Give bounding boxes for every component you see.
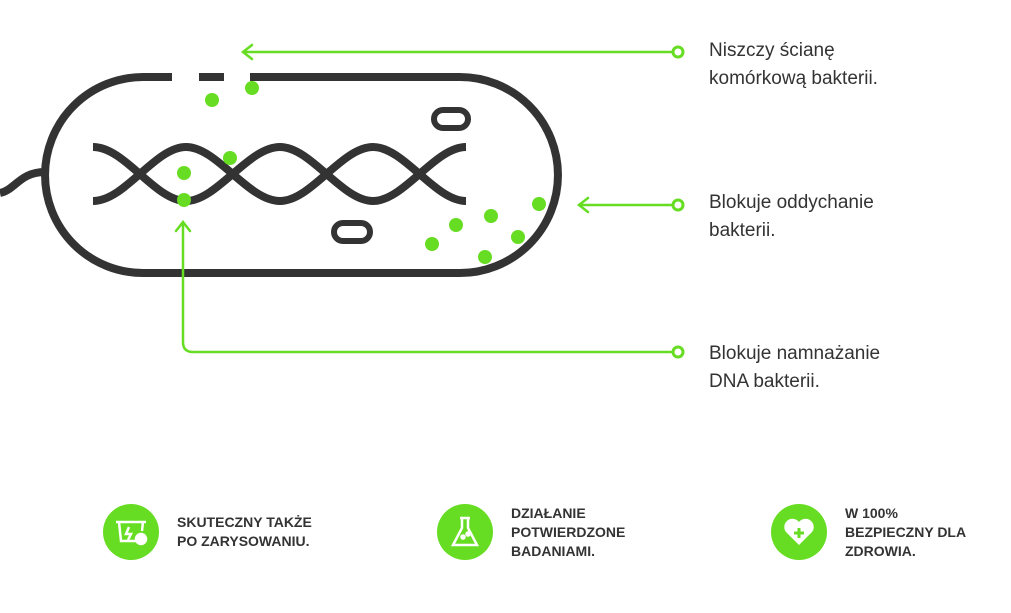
- particle: [425, 237, 439, 251]
- arrow-dot: [671, 345, 685, 359]
- particle: [478, 250, 492, 264]
- bacterium-wall: [41, 73, 562, 277]
- bacterium-diagram: [0, 43, 685, 359]
- feature-research: DZIAŁANIE POTWIERDZONE BADANIAMI.: [437, 502, 625, 562]
- particle: [223, 151, 237, 165]
- feature-scratch: SKUTECZNY TAKŻE PO ZARYSOWANIU.: [103, 502, 312, 562]
- arrow-dot: [671, 45, 685, 59]
- arrow-respiration: [576, 196, 675, 214]
- particle: [449, 218, 463, 232]
- particle: [532, 197, 546, 211]
- organelle: [431, 107, 471, 131]
- feature-safe: W 100% BEZPIECZNY DLA ZDROWIA.: [771, 502, 966, 562]
- particle: [245, 81, 259, 95]
- flask-icon: [437, 504, 493, 560]
- particle: [177, 166, 191, 180]
- arrow-dna: [174, 219, 675, 354]
- scratch-screen-icon: [103, 504, 159, 560]
- particle: [484, 209, 498, 223]
- heart-plus-icon: [771, 504, 827, 560]
- dna-strand-b: [92, 142, 467, 206]
- organelle: [331, 220, 373, 244]
- particle: [205, 93, 219, 107]
- particle: [511, 230, 525, 244]
- particle: [177, 193, 191, 207]
- flagellum: [0, 168, 46, 197]
- arrow-dot: [671, 198, 685, 212]
- arrow-wall: [240, 43, 675, 61]
- dna-strand-a: [92, 142, 467, 206]
